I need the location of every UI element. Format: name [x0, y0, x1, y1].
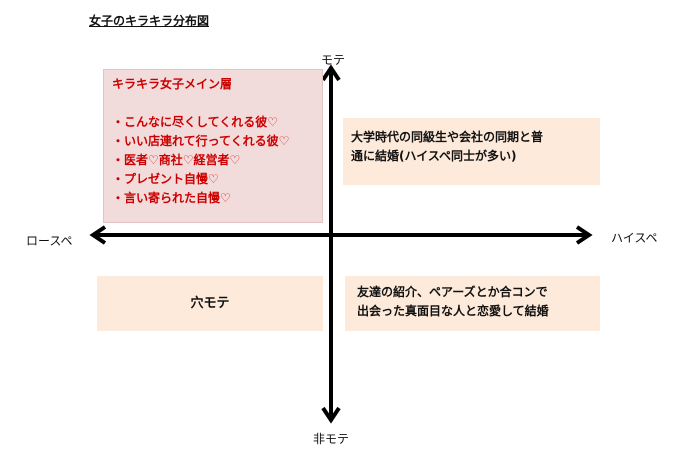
list-item: ・医者♡商社♡経営者♡: [112, 153, 241, 167]
horizontal-axis-right-arrowhead: [575, 225, 593, 245]
quadrant-top-left-box: キラキラ女子メイン層 ・こんなに尽くしてくれる彼♡ ・いい店連れて行ってくれる彼…: [103, 69, 323, 223]
quadrant-bottom-right-box: 友達の紹介、ペアーズとか合コンで 出会った真面目な人と恋愛して結婚: [345, 276, 600, 331]
quadrant-top-left-heading: キラキラ女子メイン層: [112, 77, 233, 91]
diagram-title: 女子のキラキラ分布図: [89, 14, 210, 28]
axis-label-left: ロースペ: [26, 234, 73, 248]
list-item: ・いい店連れて行ってくれる彼♡: [112, 134, 290, 148]
quadrant-top-right-box: 大学時代の同級生や会社の同期と普 通に結婚(ハイスペ同士が多い): [343, 118, 600, 185]
quadrant-bottom-left-text: 穴モテ: [190, 296, 230, 311]
list-item: ・言い寄られた自慢♡: [112, 191, 231, 205]
quadrant-bottom-right-line: 出会った真面目な人と恋愛して結婚: [357, 304, 549, 318]
list-item: ・プレゼント自慢♡: [112, 172, 219, 186]
quadrant-bottom-right-line: 友達の紹介、ペアーズとか合コンで: [357, 285, 548, 299]
list-item: ・こんなに尽くしてくれる彼♡: [112, 115, 279, 129]
axis-label-top: モテ: [321, 53, 346, 67]
vertical-axis-top-arrowhead: [321, 64, 341, 82]
quadrant-bottom-left-box: 穴モテ: [97, 276, 323, 331]
vertical-axis-bottom-arrowhead: [321, 406, 341, 424]
axis-label-right: ハイスペ: [611, 231, 658, 245]
quadrant-top-right-line: 大学時代の同級生や会社の同期と普: [351, 130, 544, 144]
quadrant-top-right-line: 通に結婚(ハイスペ同士が多い): [351, 149, 517, 163]
axis-label-bottom: 非モテ: [313, 432, 350, 446]
horizontal-axis-left-arrowhead: [89, 225, 107, 245]
